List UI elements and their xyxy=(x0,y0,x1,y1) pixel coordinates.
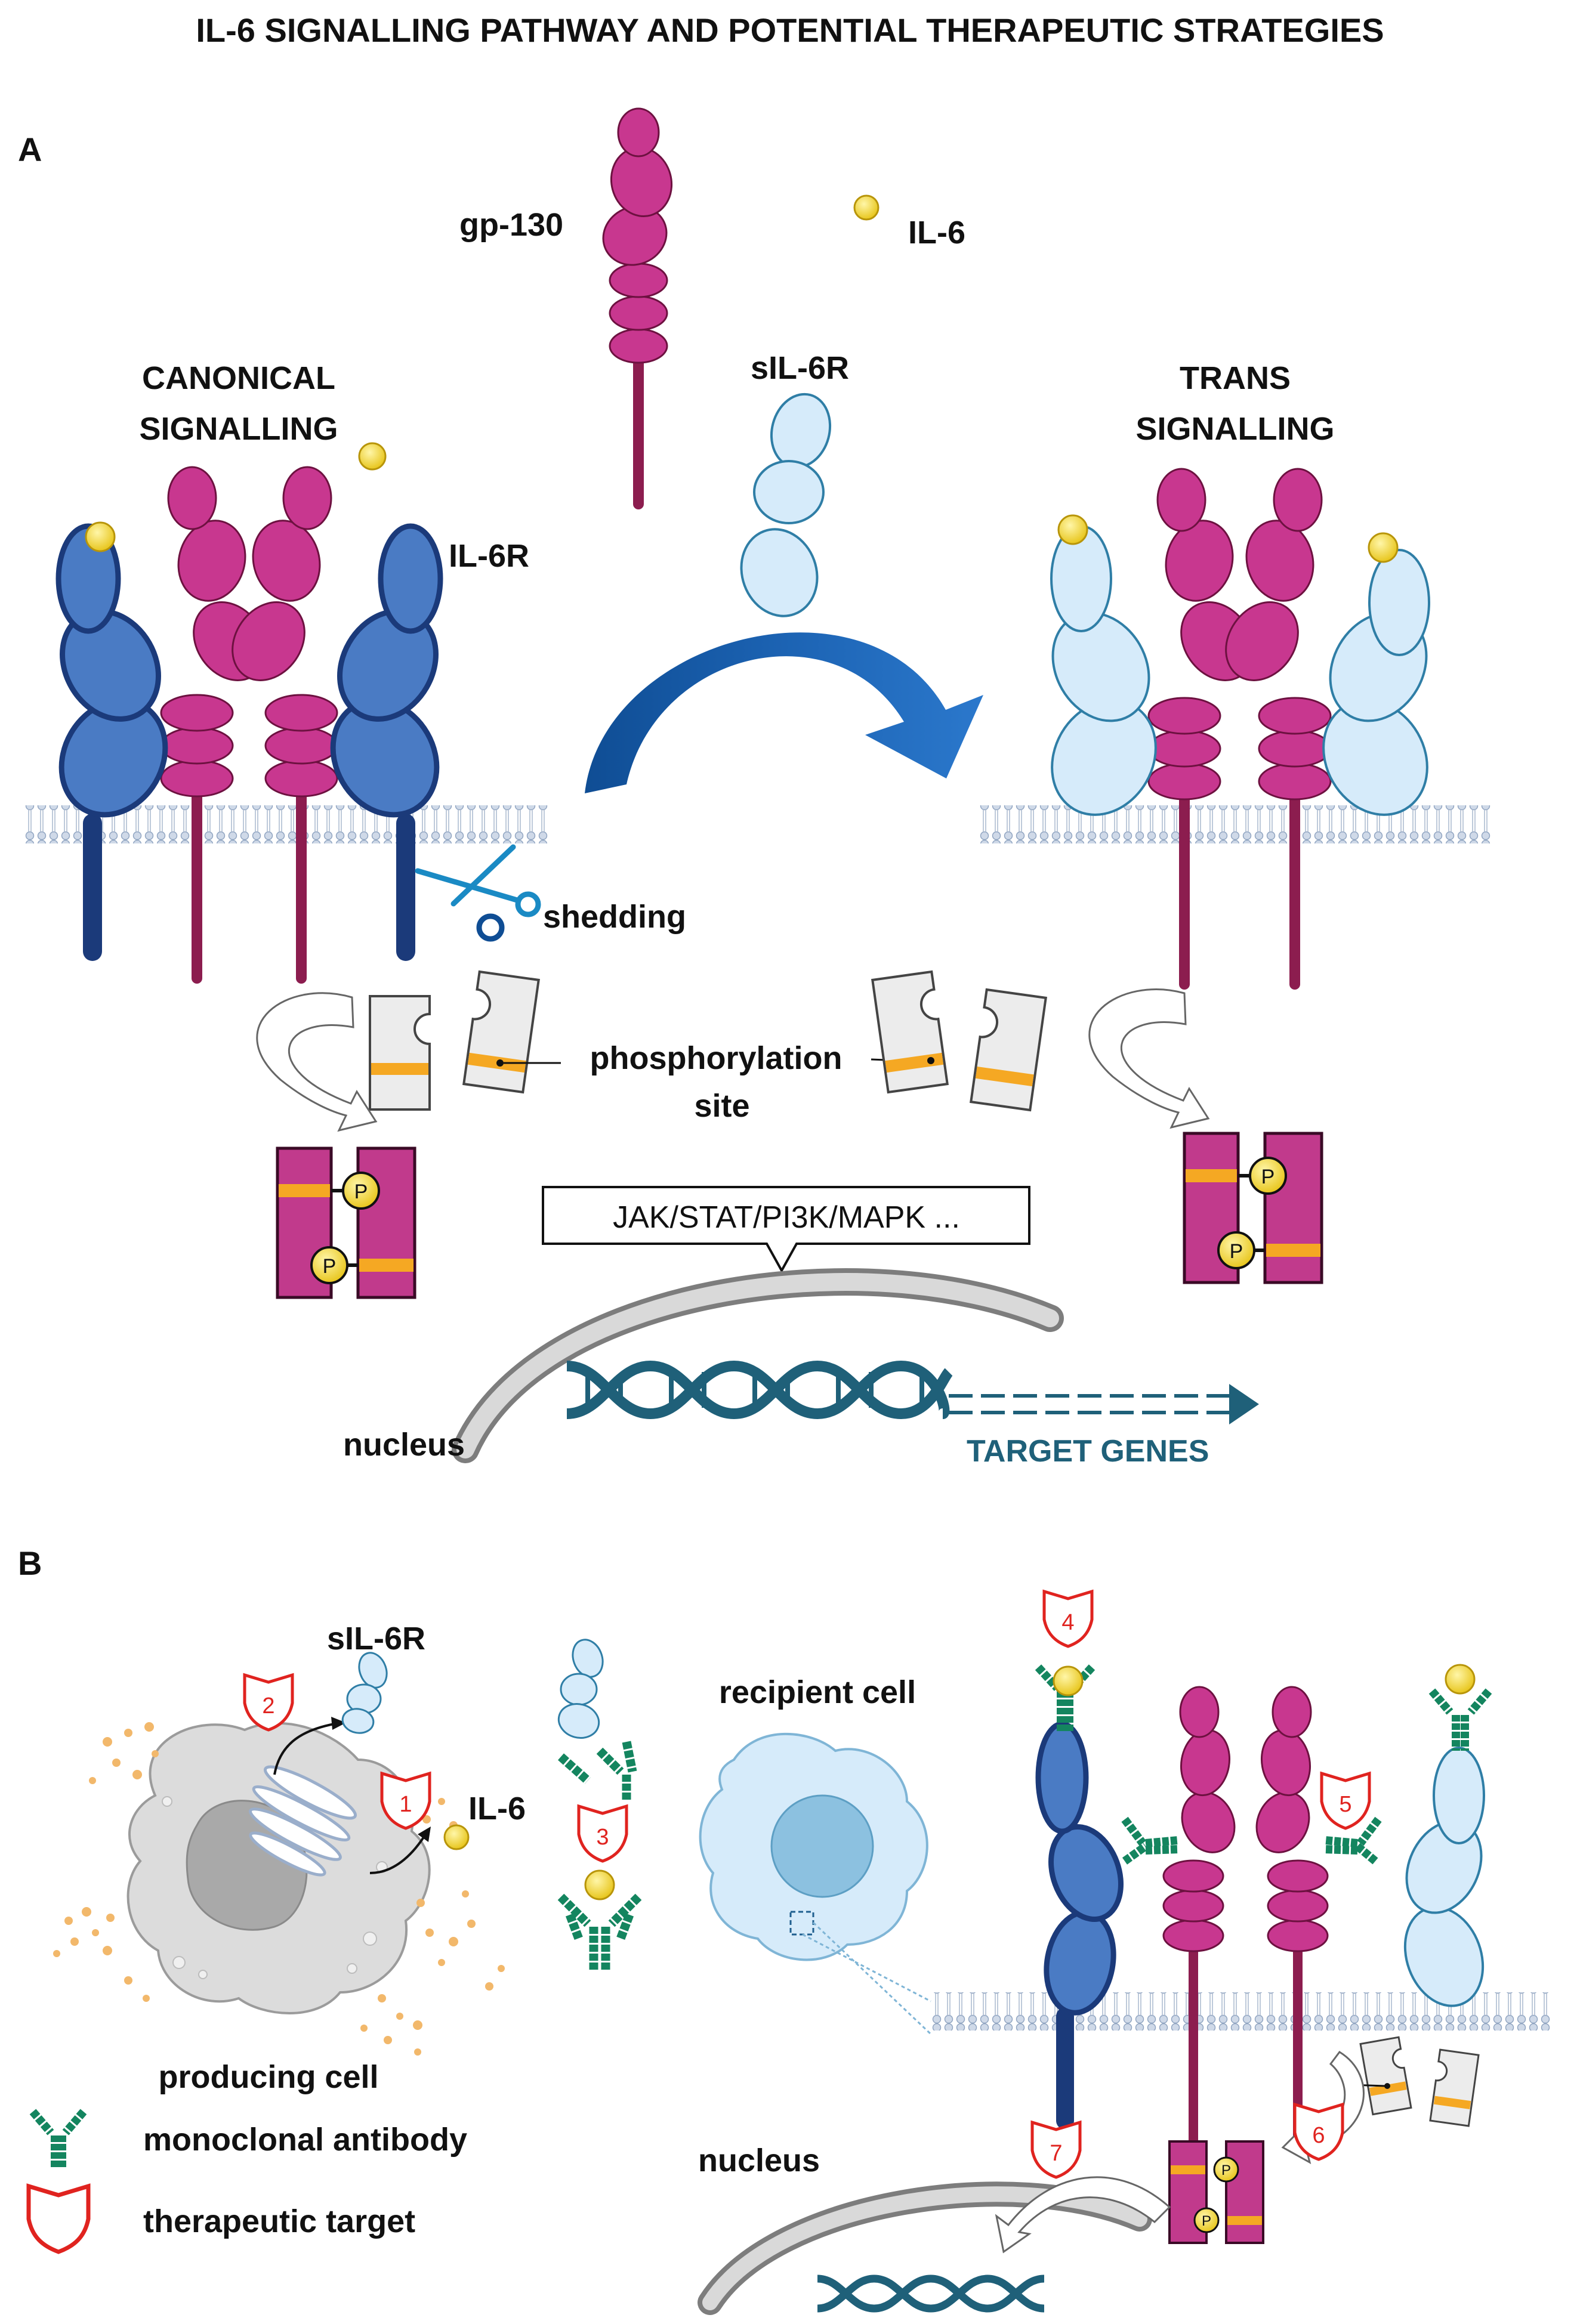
dna-helix-a xyxy=(566,1360,953,1420)
canonical-complex xyxy=(55,466,443,984)
recipient-cell-label: recipient cell xyxy=(719,1674,916,1710)
panel-a-label: A xyxy=(18,131,42,168)
antibody-anti-gp130-right xyxy=(1324,1816,1382,1865)
phospho-p: P xyxy=(354,1180,368,1203)
antibody-anti-gp130-left xyxy=(1121,1816,1179,1865)
svg-text:1: 1 xyxy=(399,1792,412,1817)
transition-arrow xyxy=(585,632,983,793)
antibody-anti-sil6r xyxy=(1428,1688,1492,1751)
nucleus-arc-a xyxy=(452,1268,1064,1463)
active-jak-b: P P xyxy=(1168,2140,1264,2244)
phospho-label-1: phosphorylation xyxy=(590,1040,843,1076)
svg-text:2: 2 xyxy=(262,1693,274,1719)
free-gp130 xyxy=(602,107,673,509)
phospho-p: P xyxy=(1221,2162,1231,2178)
trans-title-2: SIGNALLING xyxy=(1136,411,1335,447)
activation-arrow-right xyxy=(1088,988,1210,1129)
phospho-p: P xyxy=(1230,1240,1243,1263)
scissors-icon xyxy=(415,844,541,942)
pathway-callout: JAK/STAT/PI3K/MAPK ... xyxy=(542,1186,1030,1274)
nucleus-label-b: nucleus xyxy=(698,2143,820,2178)
gp130-label: gp-130 xyxy=(459,207,563,243)
sil6r-antibody-complex xyxy=(557,1639,637,1801)
trans-title-1: TRANS xyxy=(1180,360,1291,396)
inactive-jak-left xyxy=(369,970,540,1111)
svg-text:4: 4 xyxy=(1061,1610,1074,1635)
svg-text:5: 5 xyxy=(1339,1792,1351,1817)
il6-b-label: IL-6 xyxy=(468,1791,526,1827)
canonical-il6 xyxy=(358,442,387,471)
antibody-legend-icon xyxy=(29,2109,87,2168)
inactive-jak-b xyxy=(1349,2036,1480,2127)
target-genes-label: TARGET GENES xyxy=(967,1434,1209,1469)
il6-label: IL-6 xyxy=(908,215,965,251)
dna-helix-b xyxy=(817,2274,1045,2313)
secretion-arrow-il6 xyxy=(369,1836,425,1874)
il6-b xyxy=(443,1824,470,1850)
panel-b-label: B xyxy=(18,1544,42,1582)
inactive-jak-right xyxy=(871,970,1047,1112)
figure-title: IL-6 SIGNALLING PATHWAY AND POTENTIAL TH… xyxy=(196,11,1384,49)
svg-text:3: 3 xyxy=(596,1825,609,1850)
recipient-cell xyxy=(699,1732,928,1961)
phospho-p: P xyxy=(1202,2213,1211,2229)
pathway-text: JAK/STAT/PI3K/MAPK ... xyxy=(613,1200,960,1235)
producing-cell xyxy=(126,1722,431,2014)
activation-arrow-b xyxy=(1281,2051,1365,2164)
free-il6 xyxy=(853,194,880,221)
activation-arrow-left xyxy=(256,992,378,1132)
nucleus-label-a: nucleus xyxy=(343,1427,465,1463)
phospho-p: P xyxy=(1261,1166,1275,1188)
producing-cell-label: producing cell xyxy=(158,2059,378,2095)
canonical-title-2: SIGNALLING xyxy=(140,411,338,447)
zoom-lines xyxy=(802,1921,932,2035)
shield-icon: 1 xyxy=(380,1771,431,1830)
phospho-p: P xyxy=(323,1255,337,1278)
trans-membrane xyxy=(979,805,1492,843)
shield-icon: 3 xyxy=(577,1804,628,1863)
shield-icon: 5 xyxy=(1320,1771,1371,1830)
phospho-label-2: site xyxy=(694,1088,749,1124)
canonical-title-1: CANONICAL xyxy=(142,360,335,396)
secreted-il6-dots xyxy=(53,1722,505,2056)
il6r-label: IL-6R xyxy=(449,538,529,574)
sil6r-b-label: sIL-6R xyxy=(327,1621,425,1657)
il6-antibody-complex xyxy=(557,1869,642,1971)
shield-icon: 2 xyxy=(243,1673,294,1732)
shield-icon: 7 xyxy=(1030,2120,1082,2179)
shedding-label: shedding xyxy=(543,899,686,935)
active-jak-right: P P xyxy=(1183,1132,1323,1284)
sil6r-label: sIL-6R xyxy=(751,350,849,386)
target-genes-arrow xyxy=(949,1394,1229,1414)
svg-text:6: 6 xyxy=(1312,2123,1325,2148)
legend-antibody-label: monoclonal antibody xyxy=(143,2122,467,2158)
target-genes-arrowhead xyxy=(1229,1384,1259,1424)
trans-complex xyxy=(1050,468,1430,990)
active-jak-left: P P xyxy=(276,1146,416,1299)
recipient-receptor-complex xyxy=(1035,1686,1485,2152)
transcription-arrow-b xyxy=(995,2176,1171,2254)
shield-legend-icon xyxy=(26,2183,91,2254)
shield-icon: 4 xyxy=(1042,1589,1094,1648)
secretion-arrow-sil6r xyxy=(273,1723,335,1775)
free-sil6r xyxy=(740,393,832,617)
sil6r-b xyxy=(341,1652,388,1734)
shield-icon: 6 xyxy=(1293,2102,1344,2161)
svg-text:7: 7 xyxy=(1050,2141,1062,2166)
legend-target-label: therapeutic target xyxy=(143,2204,415,2239)
